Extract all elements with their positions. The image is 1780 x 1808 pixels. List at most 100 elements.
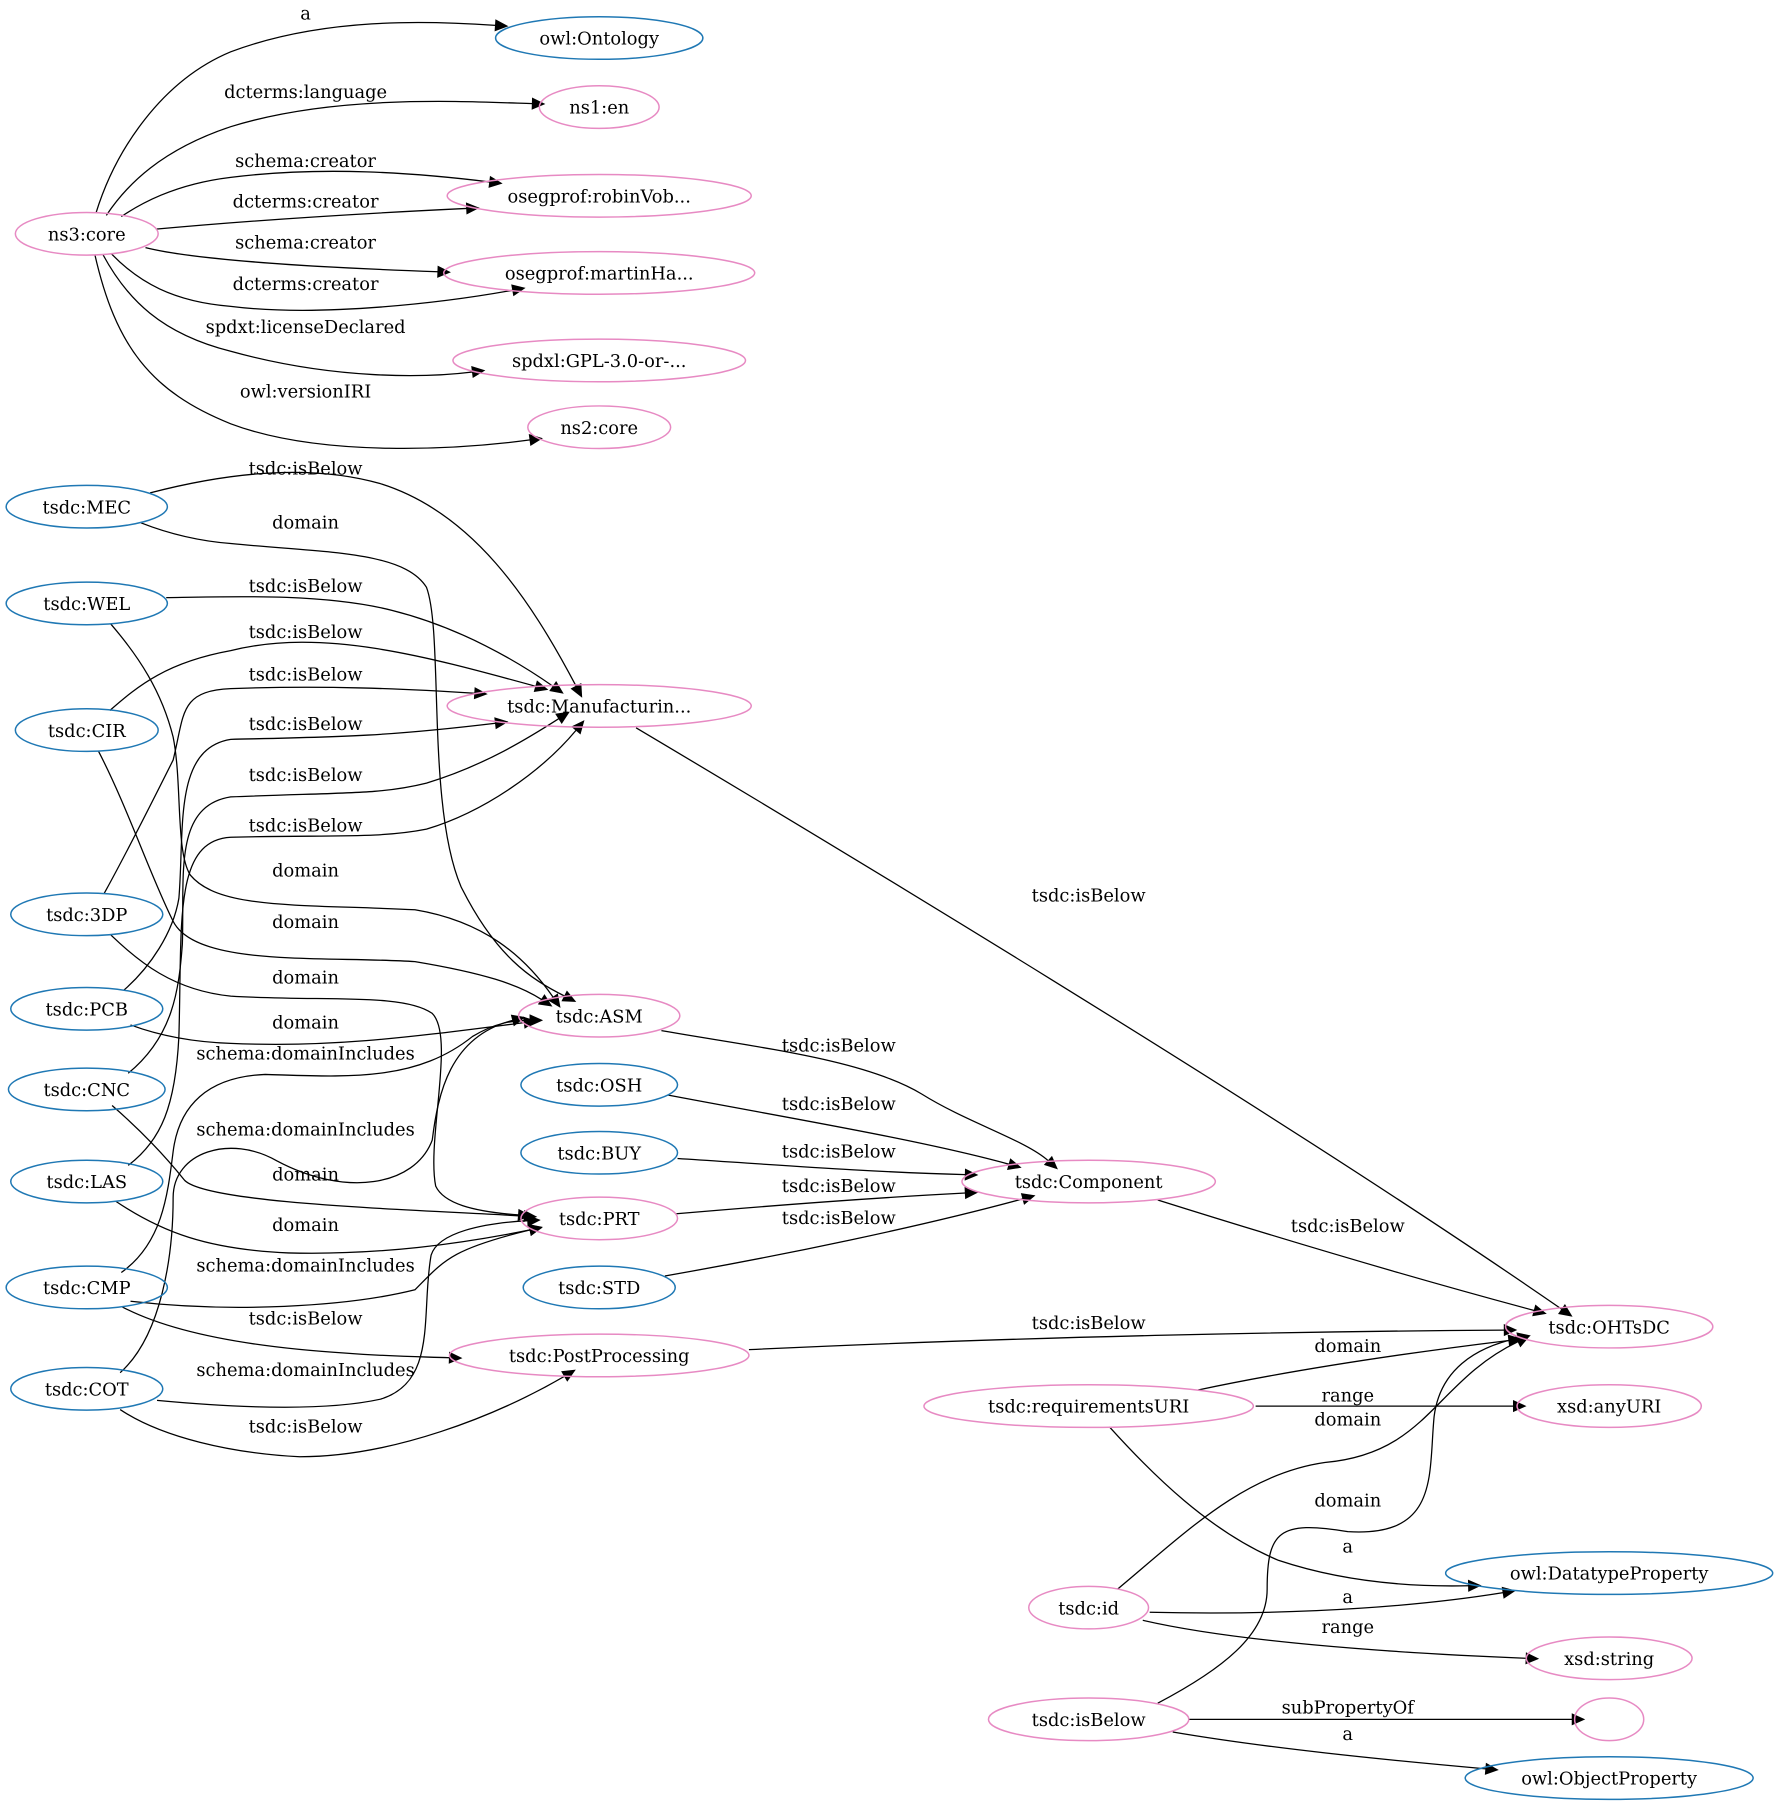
node-tsdc-id[interactable]: tsdc:id xyxy=(1028,1585,1150,1630)
node-ellipse[interactable] xyxy=(520,1130,679,1175)
node-tsdc-cnc[interactable]: tsdc:CNC xyxy=(7,1067,166,1112)
node-ellipse[interactable] xyxy=(923,1384,1255,1429)
node-ellipse[interactable] xyxy=(494,15,704,61)
node-tsdc-wel[interactable]: tsdc:WEL xyxy=(5,581,169,626)
node-label: tsdc:ASM xyxy=(556,1006,643,1027)
edge-label: domain xyxy=(272,1215,339,1236)
edge-line xyxy=(127,729,577,1166)
edge-line xyxy=(1157,1337,1519,1704)
node-tsdc-cir[interactable]: tsdc:CIR xyxy=(14,708,159,753)
arrowhead-icon xyxy=(494,717,509,730)
edge-tsdc-isbelow: tsdc:isBelow xyxy=(122,1306,463,1364)
node-ellipse[interactable] xyxy=(527,405,672,450)
node-osegprof-martinha[interactable]: osegprof:martinHa... xyxy=(443,250,756,295)
node-ellipse[interactable] xyxy=(1464,1756,1754,1801)
node-ellipse[interactable] xyxy=(522,1265,676,1310)
node-tsdc-ohtsdc[interactable]: tsdc:OHTsDC xyxy=(1504,1304,1714,1349)
node-label: owl:ObjectProperty xyxy=(1521,1769,1698,1790)
node-tsdc-cmp[interactable]: tsdc:CMP xyxy=(5,1265,169,1310)
node-label: ns3:core xyxy=(48,224,126,245)
arrowhead-icon xyxy=(465,202,480,215)
node-ellipse[interactable] xyxy=(10,1366,164,1411)
node-xsd-anyuri[interactable]: xsd:anyURI xyxy=(1516,1384,1703,1429)
edge-line xyxy=(130,1021,525,1045)
edge-label: domain xyxy=(272,860,339,881)
node-tsdc-postprocessing[interactable]: tsdc:PostProcessing xyxy=(448,1333,750,1378)
node-label: tsdc:WEL xyxy=(43,594,130,615)
node-ellipse[interactable] xyxy=(1525,1636,1693,1681)
node-ellipse[interactable] xyxy=(10,892,164,937)
edge-label: a xyxy=(1342,1536,1353,1557)
node-ellipse[interactable] xyxy=(961,1159,1217,1204)
node-ellipse[interactable] xyxy=(14,708,159,753)
node-label: tsdc:id xyxy=(1058,1598,1119,1619)
node-tsdc-requirementsuri[interactable]: tsdc:requirementsURI xyxy=(923,1384,1255,1429)
edge-spdxt-licensedeclared: spdxt:licenseDeclared xyxy=(102,254,486,379)
edge-line xyxy=(95,21,496,214)
node-ellipse[interactable] xyxy=(446,173,752,218)
node-tsdc-manufacturin[interactable]: tsdc:Manufacturin... xyxy=(446,683,752,728)
node-ellipse[interactable] xyxy=(10,986,164,1031)
node-tsdc-buy[interactable]: tsdc:BUY xyxy=(520,1130,679,1175)
node-ellipse[interactable] xyxy=(1444,1551,1774,1596)
node-label: owl:Ontology xyxy=(539,29,660,50)
edge-tsdc-isbelow: tsdc:isBelow xyxy=(123,714,509,991)
node-ellipse[interactable] xyxy=(5,581,169,626)
node-tsdc-prt[interactable]: tsdc:PRT xyxy=(520,1196,679,1241)
node-osegprof-robinvob[interactable]: osegprof:robinVob... xyxy=(446,173,752,218)
edge-line xyxy=(94,254,531,449)
arrowhead-icon xyxy=(531,97,546,110)
node-owl-objectproperty[interactable]: owl:ObjectProperty xyxy=(1464,1756,1754,1801)
edge-line xyxy=(97,750,542,1001)
edge-line xyxy=(676,1192,966,1215)
node-ellipse[interactable] xyxy=(14,211,159,256)
node-tsdc-3dp[interactable]: tsdc:3DP xyxy=(10,892,164,937)
node-ellipse[interactable] xyxy=(1516,1384,1703,1429)
edge-label: tsdc:isBelow xyxy=(782,1176,897,1197)
edge-label: domain xyxy=(1314,1410,1381,1431)
node-ellipse[interactable] xyxy=(10,1159,164,1204)
node-ellipse[interactable] xyxy=(517,993,681,1038)
node-tsdc-std[interactable]: tsdc:STD xyxy=(522,1265,676,1310)
node-owl-ontology[interactable]: owl:Ontology xyxy=(494,15,704,61)
node-ellipse[interactable] xyxy=(538,85,660,130)
node-tsdc-component[interactable]: tsdc:Component xyxy=(961,1159,1217,1204)
node-ellipse[interactable] xyxy=(1573,1697,1645,1742)
node-ellipse[interactable] xyxy=(1028,1585,1150,1630)
node-tsdc-pcb[interactable]: tsdc:PCB xyxy=(10,986,164,1031)
node-spdxl-gpl-3-0-or[interactable]: spdxl:GPL-3.0-or-... xyxy=(452,338,747,383)
node-tsdc-asm[interactable]: tsdc:ASM xyxy=(517,993,681,1038)
edge-schema-creator: schema:creator xyxy=(120,151,503,218)
edge-label: tsdc:isBelow xyxy=(1032,886,1147,907)
node-ellipse[interactable] xyxy=(443,250,756,295)
node-xsd-string[interactable]: xsd:string xyxy=(1525,1636,1693,1681)
node-tsdc-cot[interactable]: tsdc:COT xyxy=(10,1366,164,1411)
node-ns2-core[interactable]: ns2:core xyxy=(527,405,672,450)
node-ellipse[interactable] xyxy=(5,484,169,529)
node-tsdc-osh[interactable]: tsdc:OSH xyxy=(520,1062,679,1107)
node-ellipse[interactable] xyxy=(987,1697,1190,1742)
node-ellipse[interactable] xyxy=(1504,1304,1714,1349)
node-ellipse[interactable] xyxy=(446,683,752,728)
node-ns3-core[interactable]: ns3:core xyxy=(14,211,159,256)
node-label: tsdc:LAS xyxy=(46,1172,127,1193)
node-blank[interactable] xyxy=(1573,1697,1645,1742)
edge-label: tsdc:isBelow xyxy=(249,622,364,643)
node-tsdc-mec[interactable]: tsdc:MEC xyxy=(5,484,169,529)
edge-line xyxy=(166,595,554,687)
node-tsdc-las[interactable]: tsdc:LAS xyxy=(10,1159,164,1204)
edge-line xyxy=(105,100,533,216)
node-owl-datatypeproperty[interactable]: owl:DatatypeProperty xyxy=(1444,1551,1774,1596)
node-ns1-en[interactable]: ns1:en xyxy=(538,85,660,130)
node-ellipse[interactable] xyxy=(520,1062,679,1107)
node-ellipse[interactable] xyxy=(448,1333,750,1378)
node-label: ns1:en xyxy=(569,98,629,119)
node-ellipse[interactable] xyxy=(520,1196,679,1241)
node-tsdc-isbelow[interactable]: tsdc:isBelow xyxy=(987,1697,1190,1742)
nodes-layer: ns3:core owl:Ontology ns1:en osegprof:robin… xyxy=(5,15,1774,1801)
node-ellipse[interactable] xyxy=(5,1265,169,1310)
edge-line xyxy=(1142,1619,1527,1659)
node-ellipse[interactable] xyxy=(452,338,747,383)
edge-label: schema:domainIncludes xyxy=(196,1255,414,1276)
node-ellipse[interactable] xyxy=(7,1067,166,1112)
